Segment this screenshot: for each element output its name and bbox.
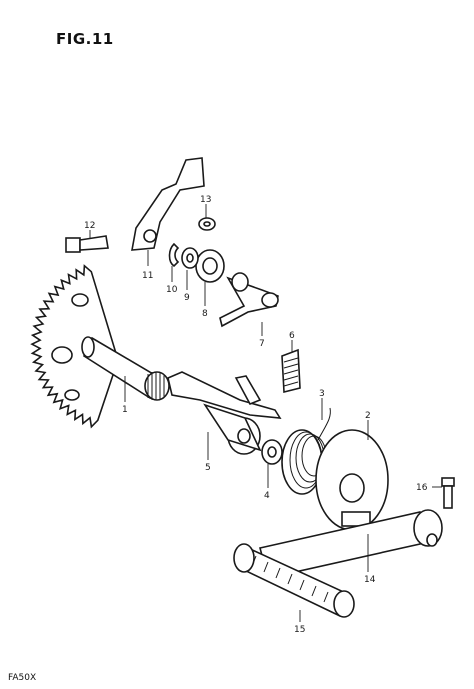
callout-10: 10 [166, 285, 178, 295]
callout-13: 13 [200, 195, 211, 205]
leader-lines [89, 204, 442, 622]
figure-title: FIG.11 [56, 30, 114, 48]
callout-5: 5 [205, 463, 211, 473]
callout-15: 15 [294, 625, 305, 635]
part-5-guide [167, 371, 282, 455]
part-11-bracket [131, 157, 205, 251]
callout-1: 1 [122, 405, 128, 415]
part-15-grip [233, 543, 355, 618]
callout-7: 7 [259, 339, 265, 349]
part-6-spring [281, 348, 301, 394]
part-7-pawl [219, 272, 279, 328]
part-3-spring [281, 407, 331, 495]
part-9-washer [181, 247, 199, 269]
callout-9: 9 [184, 293, 190, 303]
part-13-nut [198, 217, 216, 231]
part-14-kick-lever [259, 509, 443, 579]
part-1-kick-shaft-gear [30, 264, 170, 429]
callout-2: 2 [365, 411, 371, 421]
callout-4: 4 [264, 491, 270, 501]
callout-11: 11 [142, 271, 153, 281]
part-16-bolt [441, 477, 455, 509]
callouts: 1 2 3 4 5 6 7 8 9 10 11 12 13 14 15 16 [84, 195, 428, 635]
callout-6: 6 [289, 331, 295, 341]
part-8-bearing [195, 249, 225, 283]
callout-8: 8 [202, 309, 208, 319]
sector-gear [30, 264, 119, 429]
part-12-bolt [65, 235, 109, 253]
callout-14: 14 [364, 575, 376, 585]
callout-12: 12 [84, 221, 95, 231]
part-10-circlip [168, 242, 180, 268]
model-code: FA50X [8, 673, 37, 683]
callout-3: 3 [319, 389, 325, 399]
part-4-washer [261, 439, 283, 465]
part-2-spring-guide [315, 429, 389, 531]
callout-16: 16 [416, 483, 428, 493]
